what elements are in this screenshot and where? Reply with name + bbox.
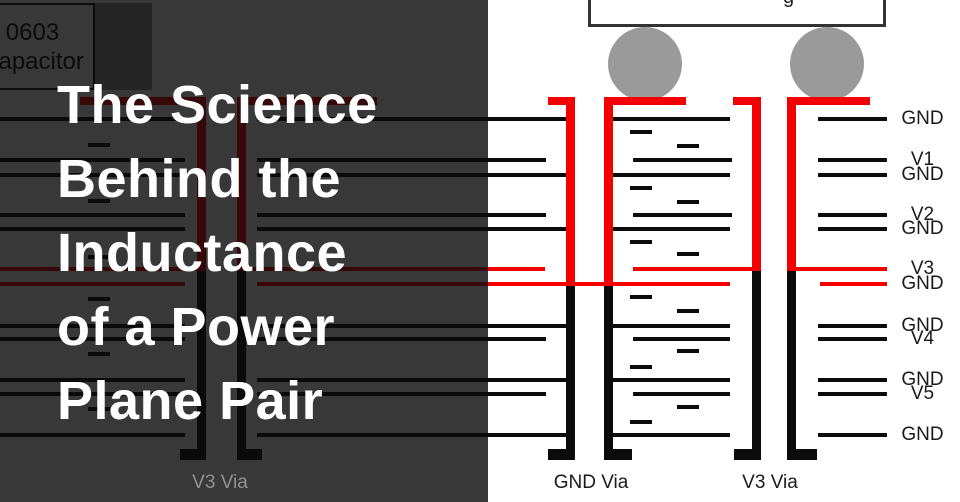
page-title-line: Behind the [57,149,341,209]
signal-layer-dash [677,405,699,409]
gnd-via-pad [604,97,686,105]
page-title-line: The Science [57,75,378,135]
package-outline-right [883,0,886,27]
v3-via-foot [787,449,817,460]
gnd-via-wall-lower [566,286,575,460]
signal-layer-dash [630,365,652,369]
solder-ball [790,27,864,101]
layer-label-v4: V4 [910,328,935,349]
v3-via-foot [734,449,761,460]
gnd-via-pad [548,97,575,105]
plane-line-gnd [818,378,887,382]
plane-line-v3 [633,267,761,271]
plane-line-v1 [633,158,732,162]
signal-layer-dash [677,252,699,256]
layer-label-gnd: GND [901,164,944,185]
gnd-via-wall-lower [604,286,613,460]
signal-layer-dash [630,240,652,244]
signal-layer-dash [630,186,652,190]
layer-label-gnd: GND [901,218,944,239]
v3-via-wall-lower [787,271,796,460]
v3-via-wall-upper [752,97,761,271]
plane-line-gnd [818,227,887,231]
plane-line-gnd [818,117,887,121]
v3-via-pad [787,97,870,105]
v3-via-wall-upper [787,97,796,271]
plane-line-gnd [818,173,887,177]
plane-line-v3 [796,267,887,271]
plane-line-gnd [613,173,730,177]
via-label-gnd: GND Via [553,472,629,493]
plane-line-gnd [613,117,730,121]
layer-label-gnd: GND [901,315,944,336]
plane-line-gnd [818,433,887,437]
title-dark-overlay [0,0,488,502]
layer-label-gnd: GND [901,273,944,294]
package-outline-bottom [588,24,886,27]
page-title-line: of a Power [57,297,336,357]
layer-label-v3: V3 [910,258,935,279]
layer-label-gnd: GND [901,424,944,445]
plane-line-gnd [613,324,730,328]
gnd-via-foot [604,449,632,460]
package-label-partial: g [783,0,794,9]
plane-line-v5 [633,392,730,396]
plane-line-v2 [633,213,732,217]
signal-layer-dash [677,144,699,148]
signal-layer-dash [630,295,652,299]
layer-label-gnd: GND [901,108,944,129]
plane-line-gnd [818,324,887,328]
plane-line-v5 [818,392,887,396]
page-title-line: Inductance [57,223,348,283]
plane-line-gnd [257,282,730,286]
solder-ball [608,27,682,101]
page-title-line: Plane Pair [57,371,324,431]
layer-label-gnd: GND [901,369,944,390]
plane-line-v2 [818,213,887,217]
layer-label-v5: V5 [910,383,935,404]
signal-layer-dash [677,309,699,313]
signal-layer-dash [677,200,699,204]
v3-via-wall-lower [752,271,761,460]
signal-layer-dash [630,420,652,424]
signal-layer-dash [677,349,699,353]
gnd-via-wall-upper [604,97,613,286]
layer-label-v2: V2 [910,204,935,225]
plane-line-gnd [613,378,730,382]
via-label-v3-right: V3 Via [742,472,798,493]
plane-line-gnd [613,433,730,437]
gnd-via-wall-upper [566,97,575,286]
plane-line-gnd [613,227,730,231]
via-label-v3-left: V3 Via [192,472,248,493]
plane-line-gnd [820,282,887,286]
plane-line-v4 [818,337,887,341]
v3-via-pad [733,97,761,105]
signal-layer-dash [630,130,652,134]
gnd-via-foot [548,449,575,460]
layer-label-v1: V1 [910,149,935,170]
package-outline-left [588,0,591,27]
plane-line-v1 [818,158,887,162]
plane-line-v4 [633,337,730,341]
